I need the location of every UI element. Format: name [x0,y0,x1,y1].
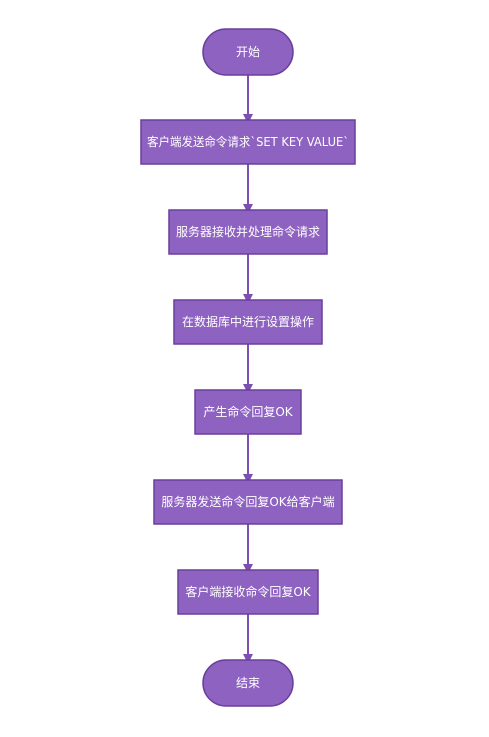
terminator-node-start: 开始 [202,28,294,76]
node-shape-step6 [177,569,319,615]
node-label-step3: 在数据库中进行设置操作 [182,314,314,329]
process-node-step1: 客户端发送命令请求`SET KEY VALUE` [140,119,356,165]
node-label-step6: 客户端接收命令回复OK [185,584,311,599]
node-shape-start [202,28,294,76]
node-label-step1: 客户端发送命令请求`SET KEY VALUE` [147,134,349,149]
process-node-step5: 服务器发送命令回复OK给客户端 [153,479,343,525]
node-label-step5: 服务器发送命令回复OK给客户端 [161,494,334,509]
node-shape-step5 [153,479,343,525]
node-shape-step1 [140,119,356,165]
node-shape-step4 [194,389,302,435]
node-shape-end [202,659,294,707]
process-node-step6: 客户端接收命令回复OK [177,569,319,615]
node-shape-step3 [173,299,323,345]
node-label-end: 结束 [236,676,260,690]
node-label-step2: 服务器接收并处理命令请求 [176,224,320,239]
terminator-node-end: 结束 [202,659,294,707]
node-label-start: 开始 [236,45,260,59]
process-node-step4: 产生命令回复OK [194,389,302,435]
node-label-step4: 产生命令回复OK [203,404,293,419]
node-shape-step2 [168,209,328,255]
process-node-step2: 服务器接收并处理命令请求 [168,209,328,255]
process-node-step3: 在数据库中进行设置操作 [173,299,323,345]
